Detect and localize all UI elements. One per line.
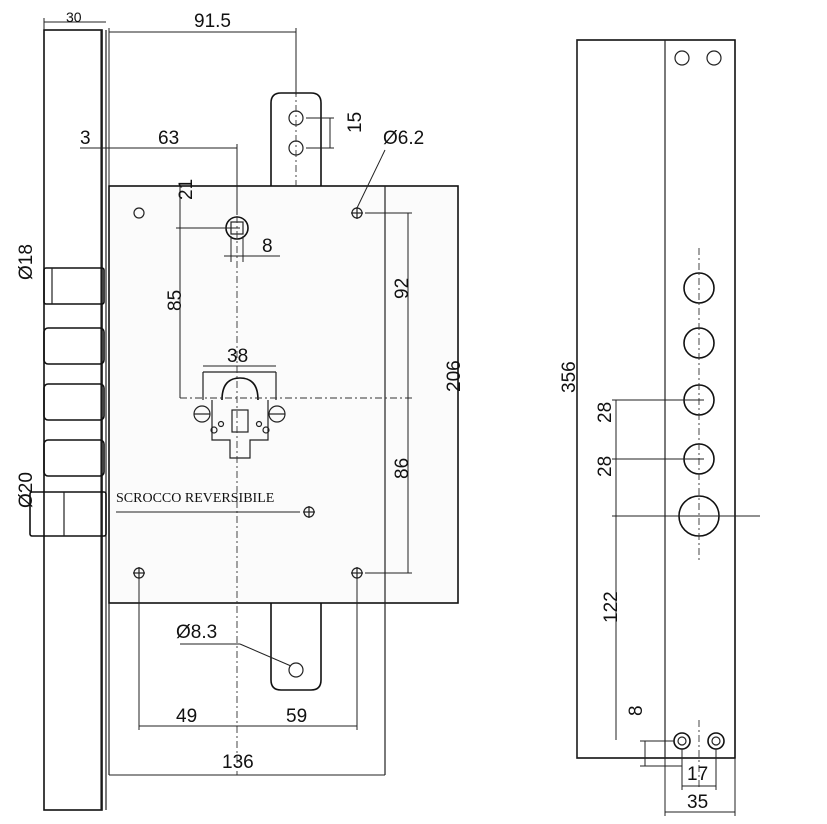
dim-8-follower: 8 <box>262 236 273 257</box>
dim-3: 3 <box>80 128 91 149</box>
dim-8-side: 8 <box>626 705 647 716</box>
dim-30: 30 <box>66 9 82 25</box>
side-screw-top-left <box>674 50 690 66</box>
dim-92: 92 <box>392 278 413 299</box>
bolt-2 <box>43 327 105 365</box>
dim-dia-6-2: Ø6.2 <box>383 128 424 149</box>
dim-91-5: 91.5 <box>194 11 231 32</box>
dim-136: 136 <box>222 752 254 773</box>
dim-dia-18: Ø18 <box>16 244 37 280</box>
bolt-4 <box>43 439 105 477</box>
dim-17: 17 <box>687 764 708 785</box>
dim-21: 21 <box>176 179 197 200</box>
side-screw-top-right <box>706 50 722 66</box>
dim-59: 59 <box>286 706 307 727</box>
side-view: 356 28 28 122 8 17 35 <box>559 39 760 816</box>
latch-label: SCROCCO REVERSIBILE <box>116 491 274 506</box>
dim-206: 206 <box>444 360 465 392</box>
dim-122: 122 <box>601 591 622 623</box>
dim-49: 49 <box>176 706 197 727</box>
side-screw-bottom-right <box>707 732 725 750</box>
latch-bolt <box>29 491 107 537</box>
cylinder-mechanism <box>193 371 286 459</box>
dim-dia-20: Ø20 <box>16 472 37 508</box>
front-view: 30 91.5 15 3 63 Ø6.2 21 8 Ø18 85 <box>16 9 465 811</box>
dim-86: 86 <box>392 458 413 479</box>
dim-35: 35 <box>687 792 708 813</box>
dim-85: 85 <box>165 290 186 311</box>
side-screw-bottom-left <box>673 732 691 750</box>
hole-top-left <box>133 207 145 219</box>
dim-15: 15 <box>345 112 366 133</box>
lock-case <box>108 185 459 604</box>
dim-38: 38 <box>227 346 248 367</box>
bolt-3 <box>43 383 105 421</box>
dim-63: 63 <box>158 128 179 149</box>
dim-356: 356 <box>559 361 580 393</box>
dim-28-lower: 28 <box>595 456 616 477</box>
dim-dia-8-3: Ø8.3 <box>176 622 217 643</box>
bottom-tab <box>270 603 322 691</box>
side-plate <box>576 39 736 759</box>
dim-28-upper: 28 <box>595 402 616 423</box>
bolt-round <box>43 267 105 305</box>
